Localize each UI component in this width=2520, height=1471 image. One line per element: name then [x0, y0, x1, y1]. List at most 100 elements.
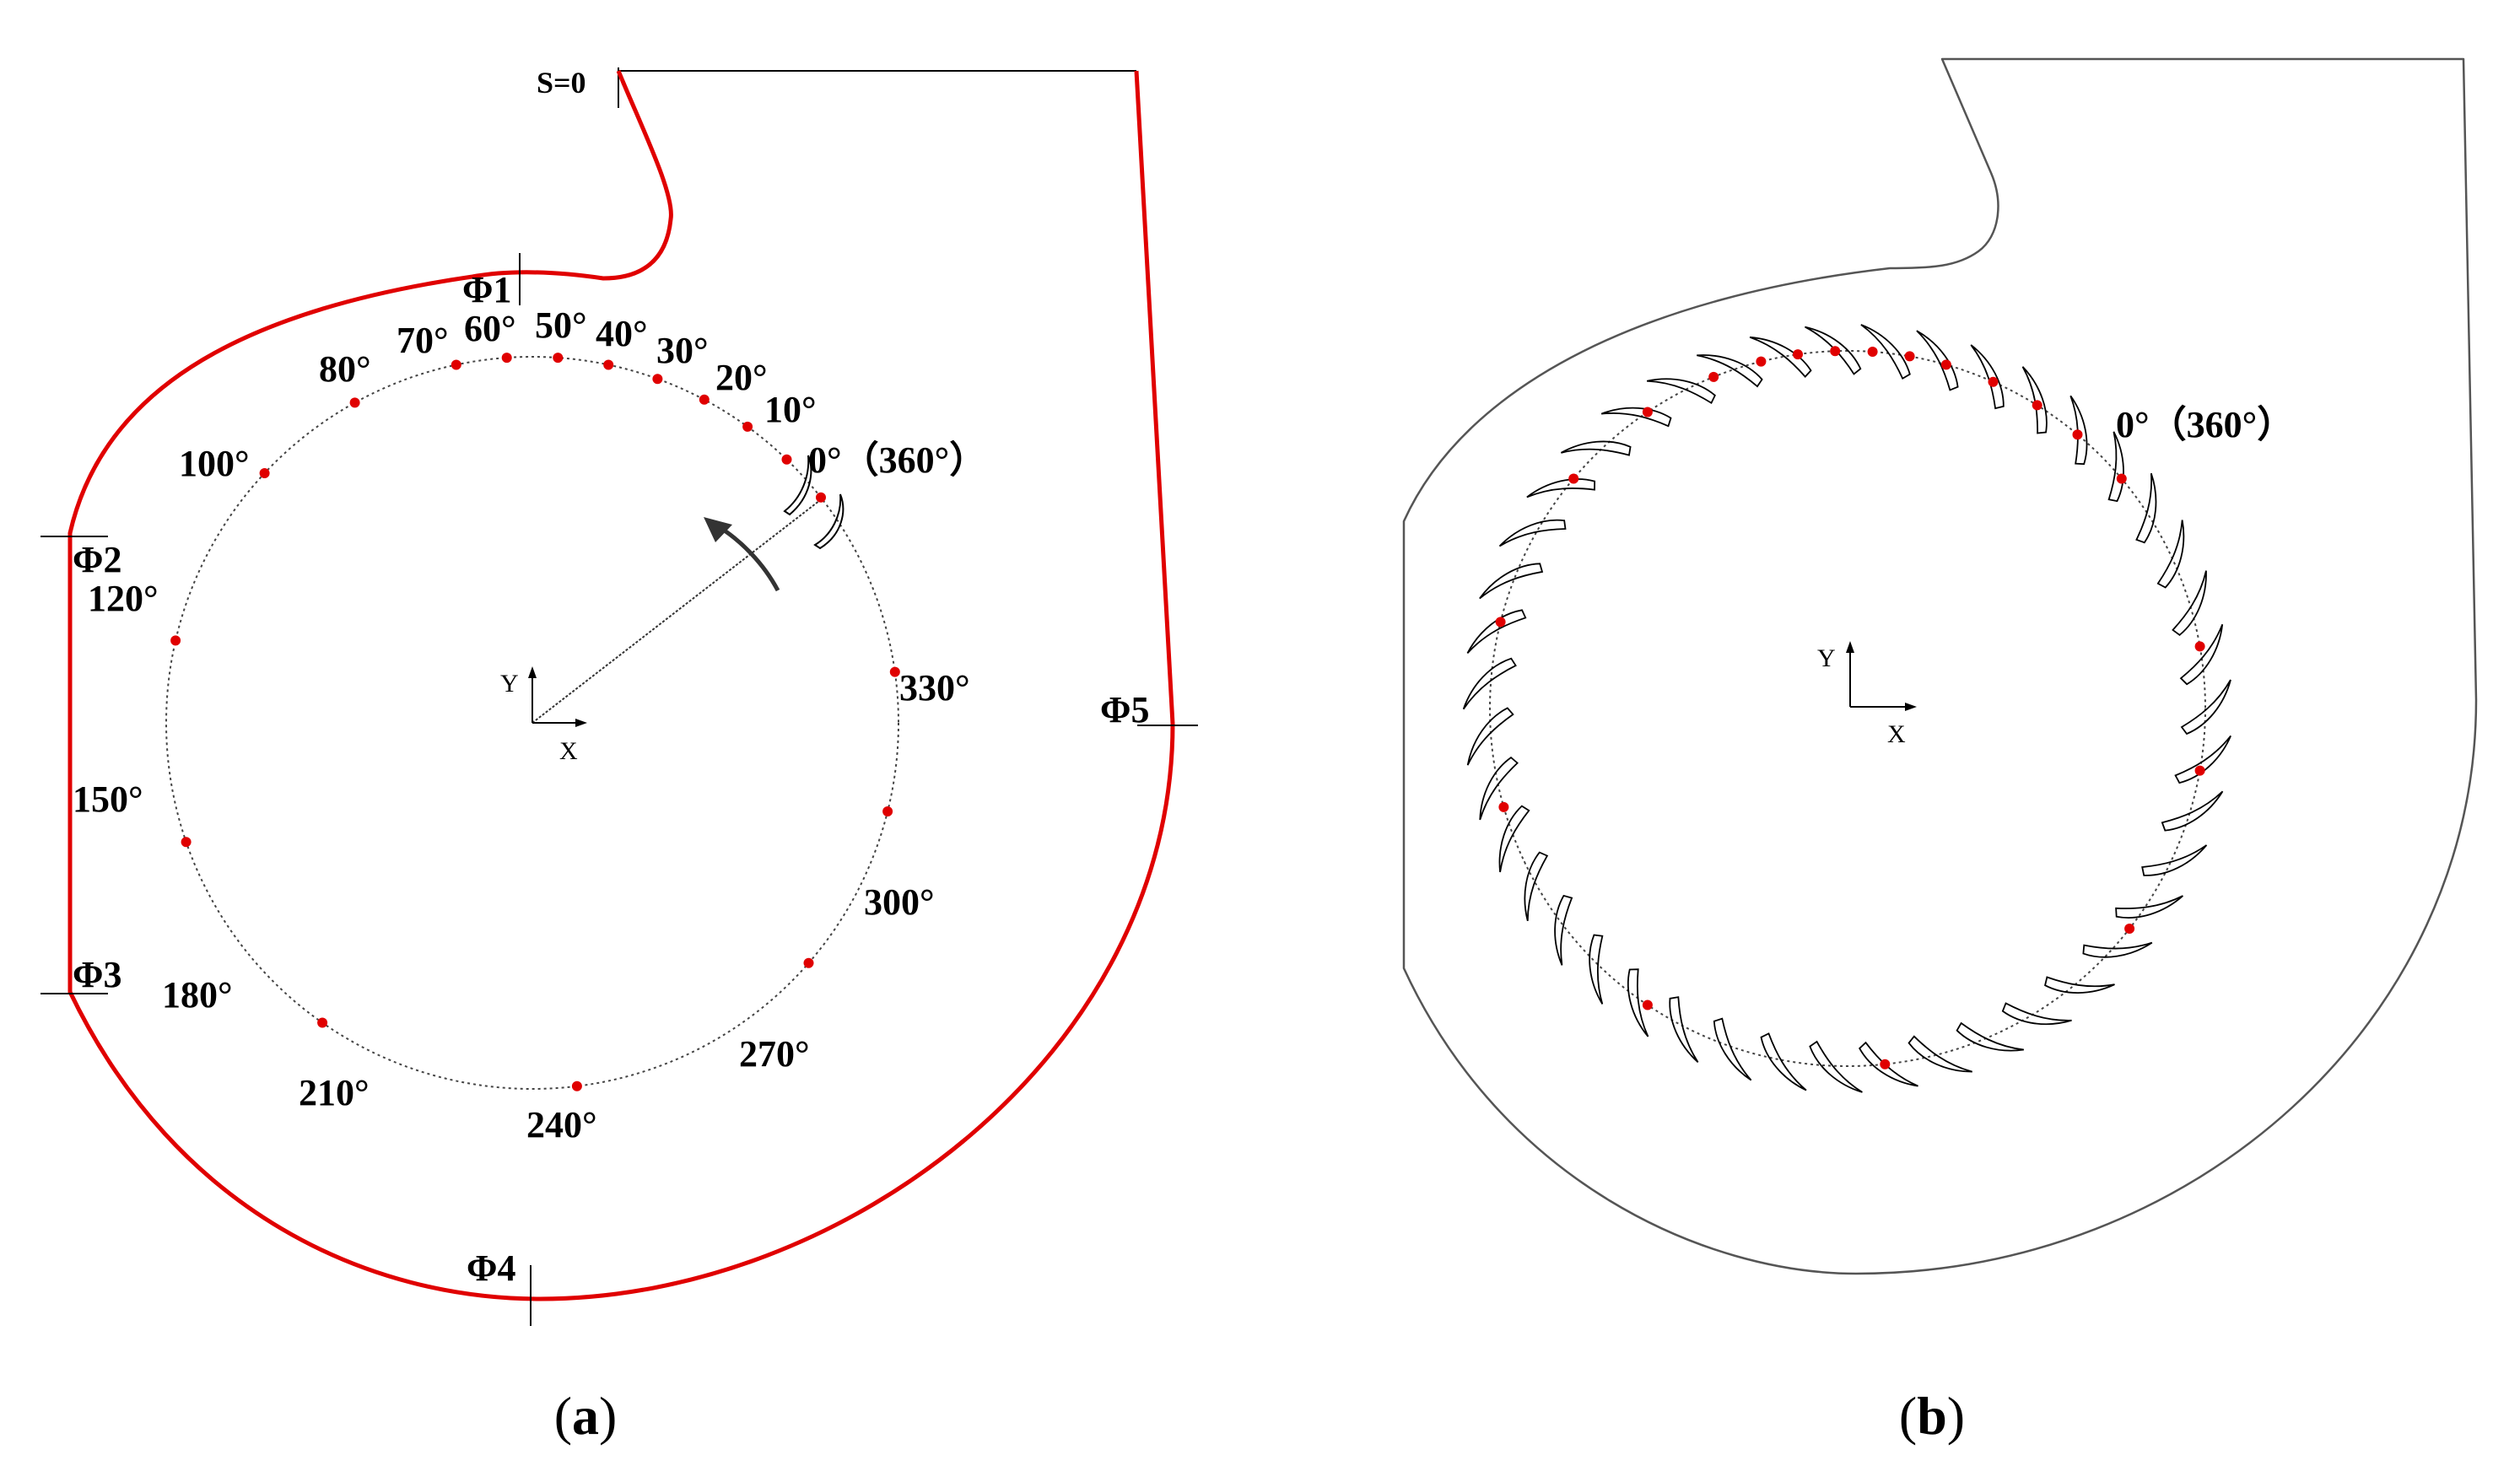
angle-label-50: 50°: [535, 304, 587, 346]
angle-marker-a-14: [571, 1080, 582, 1091]
angle-label-60: 60°: [464, 308, 516, 349]
angle-marker-a-5: [603, 359, 614, 370]
blade-b-40: [2141, 844, 2208, 876]
angle-marker-a-15: [803, 957, 814, 968]
monitoring-circle-b: [1489, 350, 2206, 1067]
angle-marker-b-17: [2124, 924, 2135, 934]
angle-marker-a-8: [451, 359, 461, 370]
section-phi2-label: Φ2: [73, 539, 121, 580]
blade-b-18: [1498, 519, 1567, 547]
blade-b-33: [1859, 1041, 1918, 1087]
blade-b-11: [1805, 326, 1862, 375]
blade-b-30: [1713, 1017, 1752, 1081]
volute-outline-b: [1402, 57, 2478, 1275]
blade-b-14: [1646, 378, 1716, 405]
blade-b-25: [1524, 851, 1549, 922]
angle-marker-b-3: [1988, 376, 1999, 387]
blade-b-17: [1526, 478, 1596, 498]
blade-b-42: [2174, 735, 2231, 784]
angle-marker-a-1: [781, 454, 792, 465]
section-phi4-label: Φ4: [467, 1247, 515, 1289]
angle-marker-a-13: [317, 1017, 328, 1028]
angle-marker-a-6: [553, 353, 564, 364]
axis-y-label-b: Y: [1817, 644, 1836, 672]
blade-b-32: [1809, 1040, 1863, 1093]
angle-marker-b-18: [2194, 765, 2205, 776]
angle-marker-a-12: [181, 837, 192, 848]
angle-label-150: 150°: [73, 779, 143, 820]
blade-b-5: [2107, 431, 2124, 503]
angle-marker-a-7: [501, 353, 512, 364]
blade-b-9: [1916, 330, 1959, 391]
volute-curve-a: [67, 70, 1175, 1301]
angle-marker-b-15: [1642, 1000, 1653, 1010]
angle-label-40: 40°: [596, 313, 648, 354]
angle-label-330: 330°: [899, 667, 970, 709]
angle-marker-a-3: [699, 394, 710, 405]
angle-marker-b-1: [2072, 429, 2083, 440]
section-phi3-label: Φ3: [73, 954, 121, 995]
angle-label-210: 210°: [299, 1072, 370, 1113]
panel-a: Y X S=0 Φ1 Φ2 Φ3 Φ4 Φ5 0°（360°） 10° 20° …: [40, 66, 1198, 1446]
blade-b-13: [1697, 354, 1763, 388]
angle-marker-b-19: [2194, 641, 2205, 652]
angle-label-0: 0°（360°）: [808, 439, 986, 481]
angle-marker-a-4: [652, 374, 663, 385]
blade-b-37: [2044, 976, 2115, 994]
panel-b: Y X 0°（360°） (b): [1402, 57, 2478, 1446]
blade-b-35: [1956, 1021, 2024, 1052]
angle-label-120: 120°: [88, 578, 159, 619]
start-label: S=0: [537, 66, 586, 100]
coordinate-axes-a: Y X: [500, 666, 587, 765]
angle-markers-b: [1495, 346, 2205, 1070]
angle-marker-b-9: [1756, 356, 1767, 367]
blade-b-7: [2021, 366, 2048, 434]
angle-marker-b-7: [1830, 346, 1841, 357]
angle-marker-b-8: [1793, 349, 1803, 360]
angle-marker-b-11: [1642, 407, 1653, 418]
blade-a-2: [813, 493, 844, 550]
blade-b-36: [2001, 1002, 2072, 1026]
axis-x-label-a: X: [559, 737, 578, 765]
blade-b-1: [2179, 623, 2224, 686]
blade-b-31: [1760, 1032, 1807, 1091]
blade-b-4: [2135, 472, 2157, 544]
blade-b-23: [1479, 756, 1519, 821]
blade-b-6: [2069, 395, 2088, 466]
blade-b-20: [1466, 609, 1527, 655]
angle-marker-b-12: [1568, 473, 1579, 484]
angle-label-10: 10°: [764, 389, 817, 430]
blade-b-34: [1908, 1035, 1972, 1073]
blade-b-15: [1600, 407, 1672, 428]
monitoring-circle-a: [165, 356, 899, 1090]
angle-marker-b-4: [1940, 359, 1951, 370]
angle-label-30: 30°: [656, 330, 709, 371]
section-phi5-label: Φ5: [1100, 689, 1149, 730]
blade-b-39: [2115, 895, 2183, 919]
angle-marker-b-14: [1498, 801, 1509, 812]
angle-marker-b-2: [2032, 400, 2042, 411]
blade-b-27: [1589, 934, 1604, 1005]
angle-label-20: 20°: [715, 357, 768, 398]
angle-label-240: 240°: [526, 1104, 597, 1145]
angle-marker-b-10: [1708, 371, 1719, 382]
angle-marker-b-5: [1904, 351, 1915, 362]
blade-b-3: [2156, 520, 2185, 589]
caption-b: (b): [1899, 1386, 1965, 1446]
blade-b-16: [1560, 440, 1632, 456]
angle-label-180: 180°: [162, 974, 233, 1016]
angle-marker-a-9: [349, 397, 360, 408]
angle-markers-a: [170, 353, 900, 1091]
angle-label-70: 70°: [397, 320, 449, 361]
radius-line-a: [532, 497, 824, 724]
blade-b-29: [1669, 996, 1699, 1063]
angle-marker-a-0: [816, 492, 826, 503]
caption-a: (a): [554, 1386, 618, 1446]
blade-b-2: [2172, 570, 2207, 636]
angle-marker-a-16: [882, 806, 893, 816]
angle-marker-a-17: [889, 666, 900, 677]
rotation-arrow-head: [704, 517, 732, 542]
blade-b-12: [1749, 336, 1812, 378]
angle-label-270: 270°: [739, 1033, 810, 1075]
